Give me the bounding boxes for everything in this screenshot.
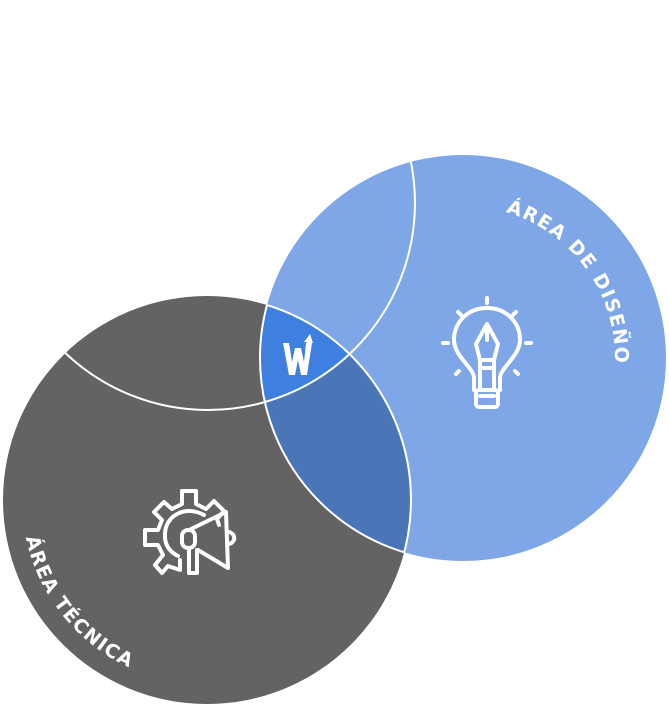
lightbulb-pen-icon [441,296,533,409]
gear-megaphone-icon [143,489,237,575]
overlap-region [260,296,411,561]
w-arrow-logo-icon [283,334,313,375]
diseno-outline [259,296,411,562]
third-circle-outline [3,155,416,411]
tecnica-outline [260,295,412,561]
